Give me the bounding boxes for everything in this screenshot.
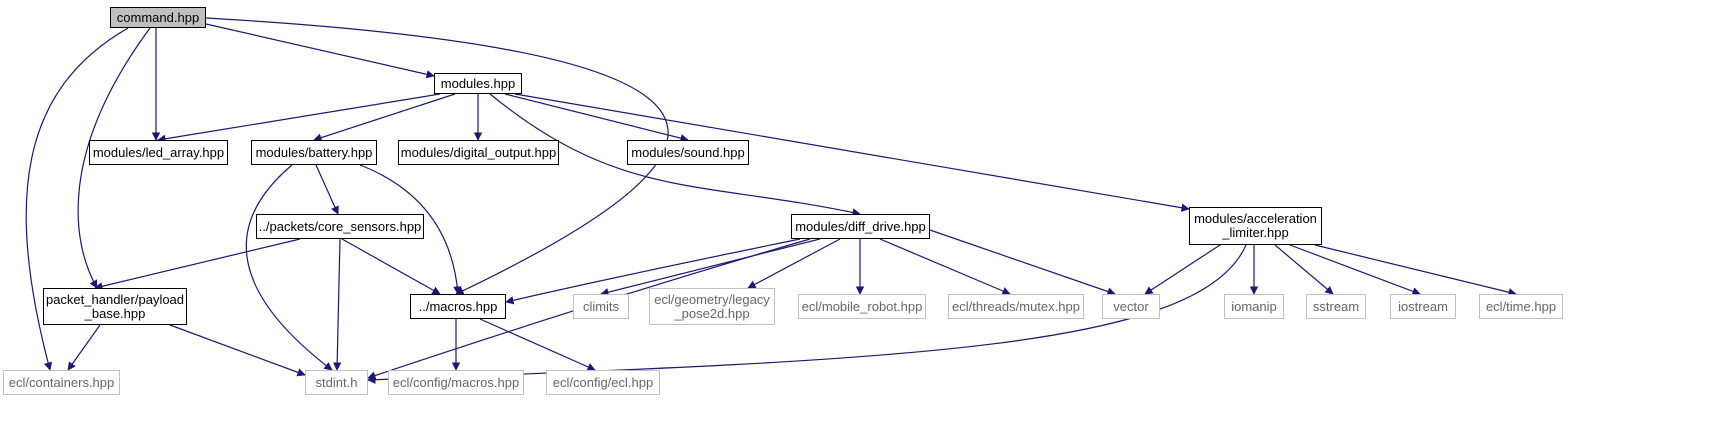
node-legacy-pose2d-hpp: ecl/geometry/legacy_pose2d.hpp xyxy=(649,288,775,325)
node-iostream: iostream xyxy=(1390,294,1456,319)
node-climits: climits xyxy=(573,294,629,319)
node-core-sensors-hpp[interactable]: ../packets/core_sensors.hpp xyxy=(256,214,424,239)
node-config-macros-hpp: ecl/config/macros.hpp xyxy=(388,370,524,395)
node-stdint-h: stdint.h xyxy=(305,370,368,395)
node-time-hpp: ecl/time.hpp xyxy=(1479,294,1563,319)
edge-modules-to-accel xyxy=(514,93,1190,212)
node-containers-hpp: ecl/containers.hpp xyxy=(3,370,120,395)
node-mutex-hpp: ecl/threads/mutex.hpp xyxy=(948,294,1084,319)
node-diff-drive-hpp[interactable]: modules/diff_drive.hpp xyxy=(791,214,930,239)
edge-modules-to-battery xyxy=(313,93,456,142)
edge-battery-to-stdint xyxy=(245,164,333,371)
edge-core_sensors-to-payload_base xyxy=(94,238,301,291)
edge-core_sensors-to-macros xyxy=(341,238,441,295)
edge-accel-to-iostream xyxy=(1289,244,1421,296)
node-vector: vector xyxy=(1102,294,1160,319)
edge-core_sensors-to-stdint xyxy=(332,238,342,371)
edge-command-to-containers xyxy=(25,27,129,371)
edge-modules-to-led_array xyxy=(157,93,441,143)
edge-accel-to-sstream xyxy=(1274,244,1334,295)
node-config-ecl-hpp: ecl/config/ecl.hpp xyxy=(546,370,660,395)
edge-command-to-payload_base xyxy=(77,27,151,289)
node-acceleration-limiter-hpp[interactable]: modules/acceleration_limiter.hpp xyxy=(1189,207,1322,245)
edge-command-to-macros xyxy=(205,17,669,295)
edge-modules-to-sound xyxy=(504,93,689,143)
edge-diff_drive-to-vector xyxy=(929,229,1116,296)
edge-diff_drive-to-mutex xyxy=(879,238,1011,295)
edge-diff_drive-to-climits xyxy=(600,238,821,297)
edge-diff_drive-to-legacy_pose xyxy=(747,238,841,289)
edge-modules-to-diff_drive xyxy=(489,93,861,217)
node-macros-hpp[interactable]: ../macros.hpp xyxy=(410,294,506,319)
edge-macros-to-config_ecl xyxy=(479,318,596,371)
node-command-hpp[interactable]: command.hpp xyxy=(110,7,206,28)
node-iomanip: iomanip xyxy=(1224,294,1284,319)
edge-accel-to-time xyxy=(1314,244,1517,297)
edge-battery-to-core_sensors xyxy=(315,164,339,215)
node-battery-hpp[interactable]: modules/battery.hpp xyxy=(251,140,377,165)
node-led-array-hpp[interactable]: modules/led_array.hpp xyxy=(89,140,228,165)
edge-battery-to-macros xyxy=(359,164,462,295)
node-digital-output-hpp[interactable]: modules/digital_output.hpp xyxy=(398,140,559,165)
edge-diff_drive-to-macros xyxy=(505,238,801,305)
node-modules-hpp[interactable]: modules.hpp xyxy=(434,73,522,94)
node-mobile-robot-hpp: ecl/mobile_robot.hpp xyxy=(798,294,926,319)
edge-command-to-modules xyxy=(205,23,435,79)
node-payload-base-hpp[interactable]: packet_handler/payload_base.hpp xyxy=(43,288,187,325)
node-sstream: sstream xyxy=(1306,294,1366,319)
edge-accel-to-vector xyxy=(1144,244,1221,295)
node-sound-hpp[interactable]: modules/sound.hpp xyxy=(627,140,749,165)
edge-payload_base-to-stdint xyxy=(169,324,306,377)
edge-payload_base-to-containers xyxy=(67,324,101,371)
